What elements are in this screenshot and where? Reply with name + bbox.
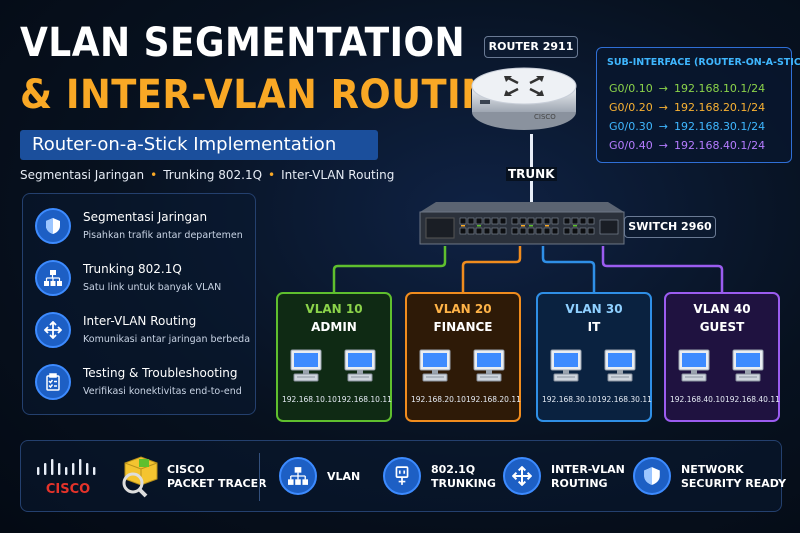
cisco-logo: CISCO xyxy=(37,459,96,497)
subinterface-panel: SUB-INTERFACE (ROUTER-ON-A-STICK) G0/0.1… xyxy=(596,47,800,163)
host-ip: 192.168.30.11 xyxy=(597,395,652,404)
router-icon[interactable]: CISCO xyxy=(468,62,580,134)
host-ip: 192.168.40.10 xyxy=(670,395,725,404)
feature-panel: Segmentasi Jaringan Pisahkan trafik anta… xyxy=(22,193,256,415)
vlan-card[interactable]: VLAN 10 ADMIN 192.168.10.10 192.168.10.1… xyxy=(276,292,392,422)
vlan-id: VLAN 20 xyxy=(434,302,492,316)
vlan-card[interactable]: VLAN 30 IT 192.168.30.10 192.168.30.11 xyxy=(536,292,652,422)
subinterface-row: G0/0.30→192.168.30.1/24 xyxy=(609,120,766,133)
bottom-item-line: PACKET TRACER xyxy=(167,477,267,490)
network-hierarchy-icon xyxy=(279,457,317,495)
subtitle: Router-on-a-Stick Implementation xyxy=(20,130,378,160)
bottom-item-line: 802.1Q xyxy=(431,463,476,476)
pc-icon[interactable] xyxy=(471,348,507,388)
trunk-label: TRUNK xyxy=(506,167,557,181)
vlan-card[interactable]: VLAN 40 GUEST 192.168.40.10 192.168.40.1… xyxy=(664,292,780,422)
move-arrows-icon xyxy=(35,312,71,348)
tagline-item: Inter-VLAN Routing xyxy=(281,168,395,182)
bottom-item-line: NETWORK xyxy=(681,463,744,476)
tagline-item: Trunking 802.1Q xyxy=(163,168,263,182)
host-ip: 192.168.10.11 xyxy=(337,395,392,404)
feature-desc: Komunikasi antar jaringan berbeda xyxy=(83,334,251,345)
feature-name: Segmentasi Jaringan xyxy=(83,210,208,224)
title-line-1: VLAN SEGMENTATION xyxy=(20,20,466,66)
bottom-item-line: INTER-VLAN xyxy=(551,463,625,476)
host-ip: 192.168.20.10 xyxy=(411,395,466,404)
feature-desc: Pisahkan trafik antar departemen xyxy=(83,230,243,241)
vlan-id: VLAN 10 xyxy=(305,302,363,316)
bottom-item-line: ROUTING xyxy=(551,477,608,490)
clipboard-check-icon xyxy=(35,364,71,400)
feature-item: Trunking 802.1Q Satu link untuk banyak V… xyxy=(35,256,255,302)
cisco-logo-text: CISCO xyxy=(46,482,90,497)
feature-desc: Verifikasi konektivitas end-to-end xyxy=(83,386,242,397)
shield-icon xyxy=(35,208,71,244)
host-ip: 192.168.30.10 xyxy=(542,395,597,404)
vlan-name: IT xyxy=(587,320,601,334)
switch-icon[interactable] xyxy=(418,200,626,248)
subinterface-row: G0/0.20→192.168.20.1/24 xyxy=(609,101,766,114)
pc-icon[interactable] xyxy=(548,348,584,388)
subinterface-row: G0/0.10→192.168.10.1/24 xyxy=(609,82,766,95)
vlan-id: VLAN 40 xyxy=(693,302,751,316)
tagline-item: Segmentasi Jaringan xyxy=(20,168,145,182)
bottom-item-line: CISCO xyxy=(167,463,205,476)
subinterface-title: SUB-INTERFACE (ROUTER-ON-A-STICK) xyxy=(607,57,800,68)
router-label: ROUTER 2911 xyxy=(484,36,578,58)
subinterface-row: G0/0.40→192.168.40.1/24 xyxy=(609,139,766,152)
trunk-plug-icon xyxy=(383,457,421,495)
feature-name: Inter-VLAN Routing xyxy=(83,314,197,328)
pc-icon[interactable] xyxy=(288,348,324,388)
router-brand: CISCO xyxy=(534,113,556,121)
bottom-item-label: VLAN xyxy=(327,470,361,483)
vlan-name: ADMIN xyxy=(311,320,357,334)
feature-item: Testing & Troubleshooting Verifikasi kon… xyxy=(35,360,255,406)
tagline: Segmentasi Jaringan•Trunking 802.1Q•Inte… xyxy=(20,168,395,182)
pc-icon[interactable] xyxy=(730,348,766,388)
hierarchy-icon xyxy=(35,260,71,296)
routing-arrows-icon xyxy=(503,457,541,495)
vlan-id: VLAN 30 xyxy=(565,302,623,316)
host-ip: 192.168.40.11 xyxy=(725,395,780,404)
vlan-name: GUEST xyxy=(699,320,745,334)
bottom-item-line: SECURITY READY xyxy=(681,477,787,490)
title-line-2: & INTER-VLAN ROUTING xyxy=(20,72,524,118)
host-ip: 192.168.10.10 xyxy=(282,395,337,404)
pc-icon[interactable] xyxy=(676,348,712,388)
feature-name: Trunking 802.1Q xyxy=(83,262,182,276)
pc-icon[interactable] xyxy=(602,348,638,388)
packet-tracer-icon xyxy=(122,456,158,498)
pc-icon[interactable] xyxy=(342,348,378,388)
security-shield-icon xyxy=(633,457,671,495)
pc-icon[interactable] xyxy=(417,348,453,388)
host-ip: 192.168.20.11 xyxy=(466,395,521,404)
feature-desc: Satu link untuk banyak VLAN xyxy=(83,282,222,293)
switch-label: SWITCH 2960 xyxy=(624,216,716,238)
bottom-item-line: TRUNKING xyxy=(431,477,496,490)
vlan-name: FINANCE xyxy=(433,320,493,334)
vlan-card[interactable]: VLAN 20 FINANCE 192.168.20.10 192.168.20… xyxy=(405,292,521,422)
feature-name: Testing & Troubleshooting xyxy=(83,366,238,380)
feature-item: Inter-VLAN Routing Komunikasi antar jari… xyxy=(35,308,255,354)
feature-item: Segmentasi Jaringan Pisahkan trafik anta… xyxy=(35,204,255,250)
